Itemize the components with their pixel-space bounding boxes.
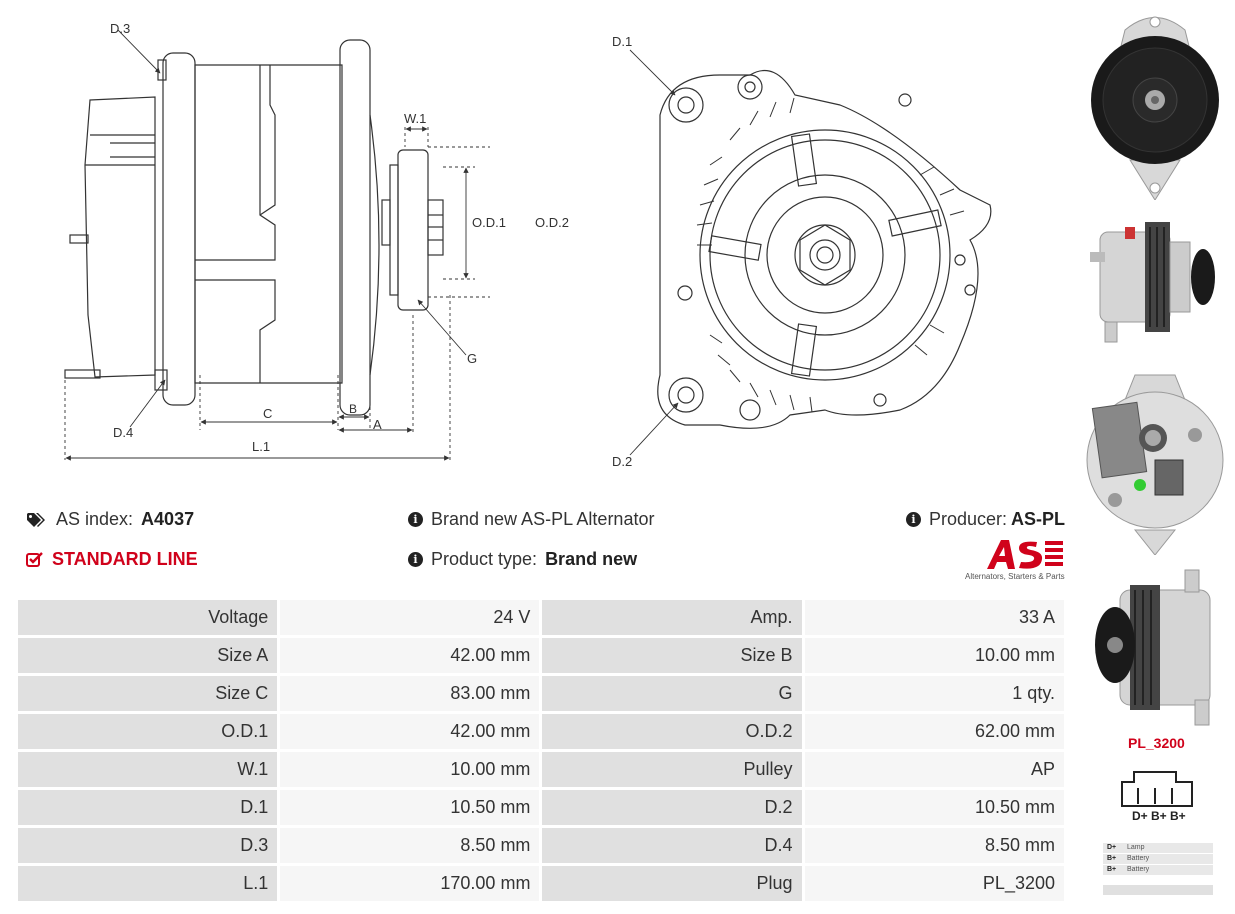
spec-label: G (542, 676, 802, 711)
dim-label-l1: L.1 (252, 439, 271, 454)
dim-label-w1: W.1 (404, 111, 427, 126)
as-index-label: AS index: (56, 509, 134, 529)
dim-label-a: A (373, 417, 382, 432)
product-photo-rear[interactable] (1085, 360, 1225, 555)
plug-name: PL_3200 (1128, 735, 1185, 751)
plug-connector-diagram (1121, 771, 1193, 807)
spec-label: Plug (542, 866, 802, 901)
spec-value: PL_3200 (804, 866, 1064, 901)
spec-label: Amp. (542, 600, 802, 635)
pin-legend-blank (1103, 885, 1213, 895)
spec-value: AP (804, 752, 1064, 787)
spec-label: L.1 (18, 866, 278, 901)
standard-line-label: STANDARD LINE (52, 549, 198, 569)
spec-label: Size A (18, 638, 278, 673)
spec-value: 24 V (280, 600, 540, 635)
spec-value: 33 A (804, 600, 1064, 635)
as-index-row: AS index: A4037 (26, 509, 194, 530)
product-type-label: Product type: (431, 549, 538, 569)
logo-tagline: Alternators, Starters & Parts (965, 572, 1065, 581)
description-row: i Brand new AS-PL Alternator (408, 509, 654, 530)
spec-value: 42.00 mm (280, 714, 540, 749)
spec-value: 62.00 mm (804, 714, 1064, 749)
producer-label: Producer: (929, 509, 1008, 529)
spec-label: Pulley (542, 752, 802, 787)
spec-label: D.2 (542, 790, 802, 825)
producer-row: i Producer: AS-PL (906, 509, 1065, 530)
spec-value: 8.50 mm (804, 828, 1064, 863)
product-type-value: Brand new (545, 549, 638, 569)
tags-icon (27, 512, 45, 527)
info-icon: i (408, 512, 423, 527)
dim-label-od2: O.D.2 (535, 215, 569, 230)
side-view-drawing (64, 29, 490, 461)
dim-label-b: B (349, 402, 358, 416)
spec-label: D.3 (18, 828, 278, 863)
spec-label: W.1 (18, 752, 278, 787)
spec-value: 10.00 mm (280, 752, 540, 787)
spec-label: O.D.1 (18, 714, 278, 749)
dim-label-d1: D.1 (612, 34, 633, 49)
spec-value: 10.50 mm (280, 790, 540, 825)
spec-label: Size C (18, 676, 278, 711)
dim-label-d2: D.2 (612, 454, 633, 469)
spec-value: 10.50 mm (804, 790, 1064, 825)
spec-label: D.1 (18, 790, 278, 825)
info-icon: i (906, 512, 921, 527)
product-photo-side[interactable] (1085, 197, 1225, 357)
as-index-value: A4037 (141, 509, 195, 529)
dim-label-od1: O.D.1 (472, 215, 506, 230)
info-icon: i (408, 552, 423, 567)
pin-legend: D+Lamp B+Battery B+Battery (1103, 843, 1213, 896)
dim-label-d4: D.4 (113, 425, 134, 440)
as-logo-mark (987, 540, 1063, 569)
spec-label: O.D.2 (542, 714, 802, 749)
spec-label: D.4 (542, 828, 802, 863)
pin-legend-row: B+Battery (1103, 854, 1213, 864)
spec-label: Size B (542, 638, 802, 673)
product-photo-angle[interactable] (1085, 560, 1225, 735)
as-pl-logo: Alternators, Starters & Parts (965, 538, 1070, 584)
spec-label: Voltage (18, 600, 278, 635)
product-description: Brand new AS-PL Alternator (431, 509, 655, 529)
producer-value: AS-PL (1011, 509, 1066, 529)
spec-value: 42.00 mm (280, 638, 540, 673)
front-view-drawing (629, 49, 992, 456)
spec-value: 83.00 mm (280, 676, 540, 711)
product-photo-front[interactable] (1085, 10, 1225, 200)
dim-label-d3: D.3 (110, 21, 131, 36)
spec-value: 8.50 mm (280, 828, 540, 863)
standard-line-row: STANDARD LINE (26, 549, 198, 570)
spec-value: 1 qty. (804, 676, 1064, 711)
spec-value: 10.00 mm (804, 638, 1064, 673)
spec-value: 170.00 mm (280, 866, 540, 901)
pin-legend-row: D+Lamp (1103, 843, 1213, 853)
plug-pins-label: D+ B+ B+ (1132, 809, 1186, 823)
product-type-row: i Product type: Brand new (408, 549, 637, 570)
pin-legend-row: B+Battery (1103, 865, 1213, 875)
dim-label-g: G (467, 351, 478, 366)
dim-label-c: C (263, 406, 273, 421)
checkbox-checked-icon (26, 551, 43, 567)
